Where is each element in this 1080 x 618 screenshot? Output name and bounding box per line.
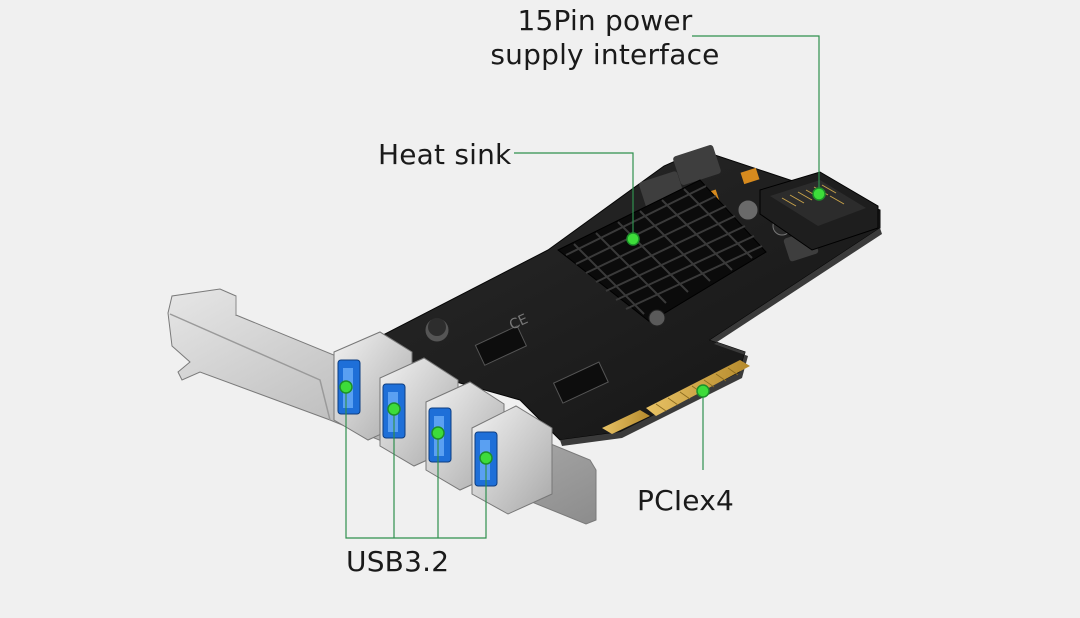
power-interface-label: 15Pin power supply interface: [490, 4, 720, 72]
callout-dot-pcie: [696, 384, 710, 398]
svg-text:CE: CE: [507, 311, 531, 333]
callout-dot-usb-1: [339, 380, 353, 394]
heat-sink: [557, 179, 767, 327]
usb-label: USB3.2: [346, 545, 450, 578]
power-label-line2: supply interface: [490, 38, 720, 71]
callout-usb-line: [345, 387, 487, 539]
sata-power-connector: [759, 171, 879, 251]
power-label-line1: 15Pin power: [517, 4, 693, 37]
callout-dot-usb-2: [387, 402, 401, 416]
callout-power-line: [692, 35, 820, 194]
callout-lines: [345, 35, 820, 539]
callout-dot-heatsink: [626, 232, 640, 246]
callout-dots: [339, 187, 826, 465]
heat-sink-label: Heat sink: [378, 138, 512, 171]
callout-dot-usb-4: [479, 451, 493, 465]
callout-dot-power: [812, 187, 826, 201]
callout-heatsink-line: [514, 152, 634, 239]
pcie-label: PCIex4: [637, 484, 735, 517]
callout-dot-usb-3: [431, 426, 445, 440]
